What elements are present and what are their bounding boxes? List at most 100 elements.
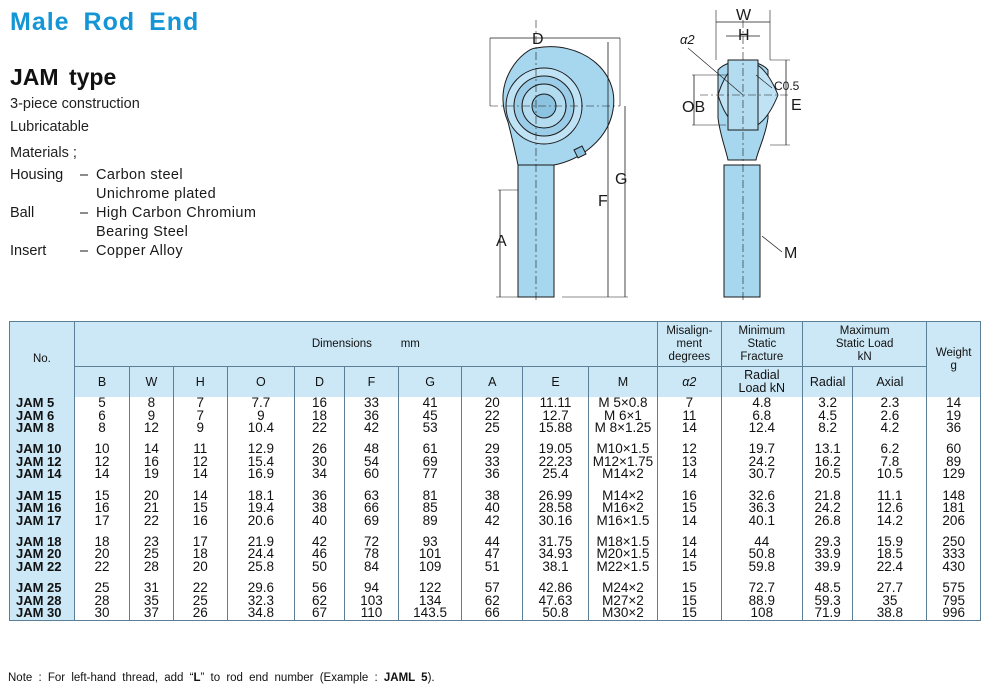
table-cell: 20.5: [802, 467, 854, 482]
spacer-cell: [721, 527, 803, 536]
specs-table: No. Dimensions mm Misalign- ment degrees…: [9, 321, 981, 621]
table-cell: 6: [74, 409, 131, 423]
table-cell: 33: [344, 396, 399, 410]
material-ball-label: Ball: [10, 205, 35, 221]
spacer-cell: [721, 434, 803, 444]
material-insert-label: Insert: [10, 243, 47, 259]
dim-label-d: D: [532, 31, 544, 48]
spacer-cell: [852, 434, 928, 444]
table-cell: 15.4: [227, 455, 295, 469]
table-cell: M16×1.5: [588, 514, 658, 528]
model-number: JAM 10: [9, 442, 75, 456]
table-cell: 11: [657, 409, 722, 423]
table-cell: 60: [926, 442, 981, 456]
table-cell: 996: [926, 606, 981, 621]
rod-end-drawing: D G F A W H: [489, 7, 802, 300]
table-cell: 14: [129, 442, 174, 456]
front-view: D G F A: [489, 20, 628, 300]
header-static-radial: Radial: [802, 366, 854, 397]
table-cell: 35: [129, 594, 174, 608]
dim-label-alpha: α2: [680, 32, 695, 47]
table-cell: 7.8: [852, 455, 928, 469]
table-cell: 9: [173, 421, 228, 435]
table-cell: 39.9: [802, 560, 854, 574]
table-cell: 41: [398, 396, 463, 410]
table-cell: 36: [344, 409, 399, 423]
table-cell: 22.23: [522, 455, 589, 469]
dim-label-h: H: [738, 27, 750, 44]
table-cell: 4.5: [802, 409, 854, 423]
table-cell: 32.6: [721, 489, 803, 503]
footnote-letter: L: [193, 672, 201, 684]
table-cell: 33.9: [802, 547, 854, 562]
table-cell: 37: [129, 606, 174, 621]
table-cell: 84: [344, 560, 399, 574]
table-cell: 50: [294, 560, 346, 574]
spacer-cell: [852, 481, 928, 490]
spacer-cell: [227, 573, 295, 583]
table-cell: 69: [398, 455, 463, 469]
spacer-cell: [802, 481, 854, 490]
spacer-cell: [657, 481, 722, 490]
table-cell: 12: [74, 455, 131, 469]
spacer-cell: [344, 481, 399, 490]
table-cell: 15: [173, 501, 228, 515]
dim-label-c: C0.5: [774, 79, 800, 93]
table-cell: 2.3: [852, 396, 928, 410]
spacer-cell: [802, 434, 854, 444]
header-w: W: [129, 366, 174, 397]
table-cell: 29.6: [227, 581, 295, 595]
table-cell: M14×2: [588, 467, 658, 482]
spacer-cell: [294, 527, 346, 536]
table-cell: 28: [74, 594, 131, 608]
table-cell: 42: [294, 535, 346, 549]
dim-label-f: F: [598, 193, 608, 210]
table-cell: 42.86: [522, 581, 589, 595]
table-cell: 109: [398, 560, 463, 574]
group-spacer: [9, 434, 981, 444]
spacer-cell: [294, 434, 346, 444]
table-cell: 24.2: [802, 501, 854, 515]
table-cell: 22: [74, 560, 131, 574]
header-fracture-radial: Radial Load kN: [721, 366, 803, 397]
table-cell: 19.4: [227, 501, 295, 515]
material-housing-dash: –: [80, 167, 89, 183]
table-cell: 33: [461, 455, 524, 469]
spacer-cell: [588, 434, 658, 444]
header-no: No.: [9, 321, 75, 397]
spacer-cell: [657, 527, 722, 536]
header-static-axial: Axial: [852, 366, 928, 397]
table-cell: 24.4: [227, 547, 295, 562]
table-cell: 31: [129, 581, 174, 595]
table-cell: 13.1: [802, 442, 854, 456]
table-cell: 40.1: [721, 514, 803, 528]
spacer-cell: [588, 573, 658, 583]
table-cell: 25.4: [522, 467, 589, 482]
table-cell: 12.7: [522, 409, 589, 423]
table-cell: 42: [344, 421, 399, 435]
spacer-cell: [398, 573, 463, 583]
header-g: G: [398, 366, 463, 397]
table-cell: 25.8: [227, 560, 295, 574]
table-cell: 28.58: [522, 501, 589, 515]
header-dimensions: Dimensions mm: [74, 321, 658, 367]
table-cell: 20: [461, 396, 524, 410]
table-cell: 14: [173, 489, 228, 503]
header-static-load: Maximum Static Load kN: [802, 321, 928, 367]
table-cell: 10.4: [227, 421, 295, 435]
table-cell: 48: [344, 442, 399, 456]
model-number: JAM 8: [9, 421, 75, 435]
spacer-cell: [9, 434, 75, 444]
table-cell: 31.75: [522, 535, 589, 549]
table-cell: 14: [657, 535, 722, 549]
table-cell: 81: [398, 489, 463, 503]
table-cell: 250: [926, 535, 981, 549]
